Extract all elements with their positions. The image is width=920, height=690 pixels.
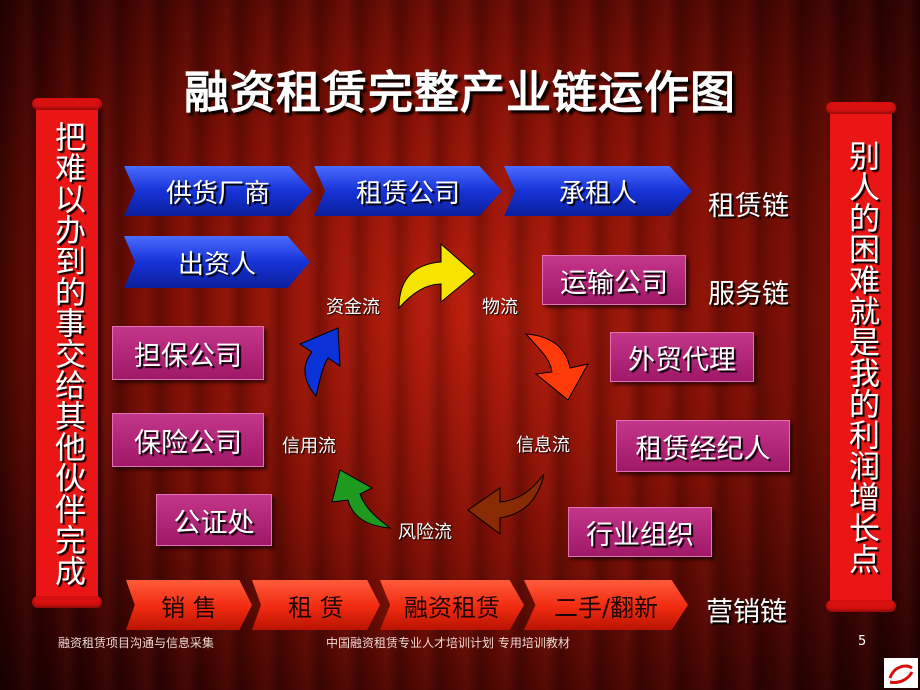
guarantee-company-box: 担保公司 bbox=[112, 326, 264, 380]
green-arrow-icon bbox=[331, 469, 392, 529]
lease-chain-label: 租赁链 bbox=[708, 191, 789, 222]
right-scroll-text: 别人的困难就是我的利润增长点 bbox=[843, 140, 879, 574]
red-arrow-icon bbox=[524, 333, 589, 401]
lease-broker-box: 租赁经纪人 bbox=[616, 420, 790, 472]
right-scroll-banner: 别人的困难就是我的利润增长点 bbox=[826, 102, 896, 612]
lease-broker-label: 租赁经纪人 bbox=[635, 433, 771, 465]
credit-flow-label: 信用流 bbox=[282, 436, 336, 457]
left-scroll-banner: 把难以办到的事交给其他伙伴完成 bbox=[32, 98, 102, 608]
lease-chain-supplier: 供货厂商 bbox=[124, 166, 312, 216]
lease-chain-lessor-label: 租赁公司 bbox=[355, 178, 460, 209]
industry-org-label: 行业组织 bbox=[586, 519, 694, 551]
marketing-chain-secondhand-label: 二手/翻新 bbox=[553, 593, 659, 622]
marketing-chain-lease: 租 赁 bbox=[252, 580, 380, 630]
footer-left-text: 融资租赁项目沟通与信息采集 bbox=[58, 636, 215, 650]
left-scroll-text: 把难以办到的事交给其他伙伴完成 bbox=[49, 120, 85, 586]
trade-agent-box: 外贸代理 bbox=[610, 332, 754, 382]
logistics-flow-label: 物流 bbox=[482, 297, 518, 318]
notary-office-label: 公证处 bbox=[173, 507, 255, 539]
insurance-company-label: 保险公司 bbox=[134, 427, 242, 459]
capital-flow-label: 资金流 bbox=[326, 297, 380, 318]
insurance-company-box: 保险公司 bbox=[112, 413, 264, 467]
investor-chevron: 出资人 bbox=[124, 236, 310, 288]
marketing-chain-lease-label: 租 赁 bbox=[288, 593, 344, 622]
lease-chain-lessor: 租赁公司 bbox=[314, 166, 502, 216]
notary-office-box: 公证处 bbox=[156, 494, 272, 546]
marketing-chain-label: 营销链 bbox=[706, 597, 787, 628]
marketing-chain-secondhand: 二手/翻新 bbox=[524, 580, 688, 630]
footer-center-text: 中国融资租赁专业人才培训计划 专用培训教材 bbox=[326, 636, 570, 650]
brown-arrow-icon bbox=[467, 473, 545, 535]
marketing-chain-finance-lease: 融资租赁 bbox=[380, 580, 524, 630]
lease-chain-lessee: 承租人 bbox=[504, 166, 692, 216]
yellow-arrow-icon bbox=[398, 242, 476, 310]
trade-agent-label: 外贸代理 bbox=[628, 344, 736, 376]
guarantee-company-label: 担保公司 bbox=[134, 340, 242, 372]
transport-company-box: 运输公司 bbox=[542, 255, 686, 305]
lease-chain-lessee-label: 承租人 bbox=[558, 178, 637, 209]
information-flow-label: 信息流 bbox=[516, 435, 570, 456]
marketing-chain-finance-lease-label: 融资租赁 bbox=[404, 593, 500, 622]
logo-icon bbox=[884, 658, 918, 688]
marketing-chain-sales: 销 售 bbox=[126, 580, 252, 630]
marketing-chain-sales-label: 销 售 bbox=[161, 593, 217, 622]
slide-title: 融资租赁完整产业链运作图 bbox=[183, 66, 736, 119]
risk-flow-label: 风险流 bbox=[398, 522, 452, 543]
industry-org-box: 行业组织 bbox=[568, 507, 712, 557]
blue-arrow-icon bbox=[298, 327, 341, 398]
service-chain-label: 服务链 bbox=[708, 279, 789, 310]
page-number: 5 bbox=[858, 634, 867, 649]
lease-chain-supplier-label: 供货厂商 bbox=[165, 178, 270, 209]
investor-label: 出资人 bbox=[177, 249, 256, 280]
transport-company-label: 运输公司 bbox=[560, 267, 668, 299]
